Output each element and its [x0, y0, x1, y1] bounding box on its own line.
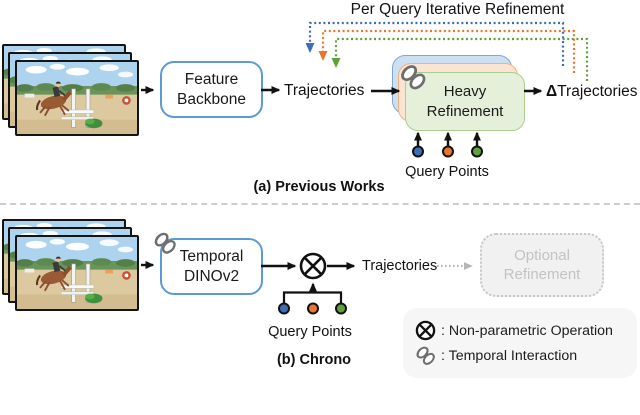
query-dot-blue-b: [278, 302, 290, 315]
caption-chrono: (b) Chrono: [276, 352, 352, 368]
chain-link-icon: [398, 62, 428, 92]
circle-x-icon: [299, 252, 327, 280]
heavy-refinement-label-line2: Refinement: [426, 102, 504, 120]
feature-backbone-label-line1: Feature: [184, 71, 239, 89]
optional-refinement-label-line1: Optional: [514, 246, 570, 264]
circle-x-icon: [415, 320, 436, 341]
query-points-label-b: Query Points: [268, 324, 352, 340]
chain-link-icon: [152, 230, 178, 256]
heavy-refinement-label-line1: Heavy: [443, 83, 487, 100]
optional-refinement-box: Optional Refinement: [480, 233, 604, 297]
feature-backbone-label-line2: Backbone: [177, 90, 246, 108]
legend-item-temporal: : Temporal Interaction: [415, 345, 637, 366]
query-dot-blue: [412, 145, 424, 158]
query-dot-green: [471, 145, 483, 158]
delta-trajectories-text: Trajectories: [557, 83, 638, 100]
legend-panel: : Non-parametric Operation : Temporal In…: [403, 308, 637, 378]
query-dot-orange-b: [307, 302, 319, 315]
query-dot-orange: [442, 145, 454, 158]
query-bracket: [282, 291, 343, 303]
chain-link-icon: [415, 345, 436, 366]
iterative-refinement-header: Per Query Iterative Refinement: [350, 1, 565, 18]
video-frame-front-b: [15, 235, 139, 311]
query-dot-green-b: [335, 302, 347, 315]
optional-refinement-label-line2: Refinement: [503, 266, 581, 283]
video-frame-front: [15, 60, 139, 136]
trajectories-label-a: Trajectories: [284, 82, 365, 99]
trajectories-label-b: Trajectories: [362, 258, 438, 274]
delta-trajectories-label: ΔTrajectories: [546, 83, 638, 101]
feature-backbone-box: Feature Backbone: [160, 61, 263, 118]
delta-symbol: Δ: [546, 83, 558, 100]
temporal-dinov2-label-line1: Temporal: [179, 248, 244, 266]
section-divider: [0, 203, 640, 205]
legend-item-label: : Non-parametric Operation: [441, 322, 613, 339]
refinement-card-green: Heavy Refinement: [405, 72, 525, 131]
query-points-label-a: Query Points: [405, 164, 489, 180]
legend-item-nonparametric: : Non-parametric Operation: [415, 320, 637, 341]
temporal-dinov2-label-line2: DINOv2: [183, 267, 240, 285]
temporal-dinov2-box: Temporal DINOv2: [160, 238, 263, 295]
legend-item-label: : Temporal Interaction: [441, 347, 578, 364]
caption-previous-works: (a) Previous Works: [253, 179, 385, 195]
